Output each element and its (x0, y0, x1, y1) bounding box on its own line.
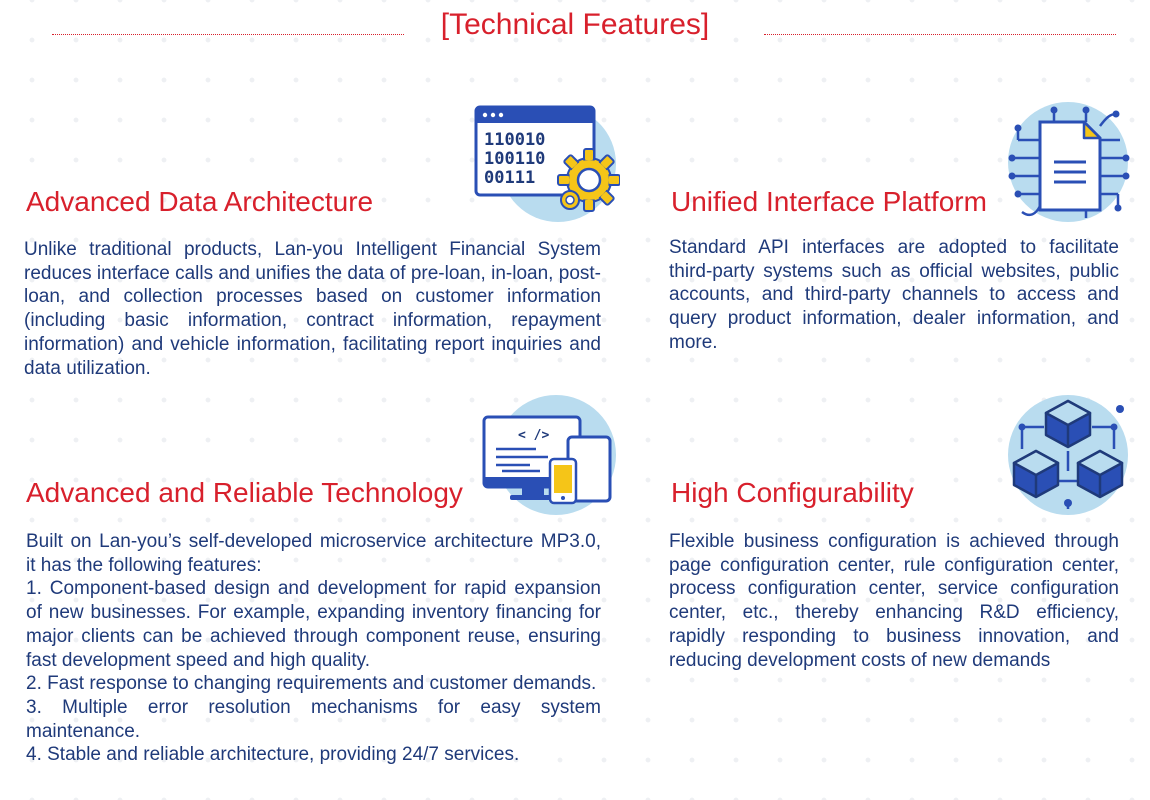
binary-row-1: 110010 (484, 130, 545, 150)
header-rule-left (52, 34, 404, 35)
section-header: [Technical Features] (0, 6, 1150, 50)
feature-title-configurability: High Configurability (671, 477, 914, 508)
code-tag-label: < /> (518, 428, 549, 443)
feature-body-configurability: Flexible business configuration is achie… (669, 530, 1119, 672)
feature-list-item: 3. Multiple error resolution mechanisms … (26, 696, 601, 742)
header-rule-right (764, 34, 1116, 35)
feature-list-item: 1. Component-based design and developmen… (26, 578, 601, 671)
binary-row-3: 00111 (484, 168, 535, 188)
feature-body-reliable-technology: Built on Lan-you’s self-developed micros… (26, 530, 601, 767)
feature-body-interface-platform: Standard API interfaces are adopted to f… (669, 236, 1119, 355)
feature-text-interface-platform: Standard API interfaces are adopted to f… (669, 237, 1119, 353)
feature-list-item: 4. Stable and reliable architecture, pro… (26, 744, 520, 766)
section-title: [Technical Features] (440, 8, 710, 41)
cube-network-icon (1000, 393, 1140, 517)
multi-device-code-icon: < /> (478, 393, 618, 517)
feature-title-reliable-technology: Advanced and Reliable Technology (26, 477, 463, 508)
document-network-icon (1000, 100, 1140, 224)
feature-body-data-architecture: Unlike traditional products, Lan-you Int… (24, 238, 601, 380)
feature-intro-reliable-technology: Built on Lan-you’s self-developed micros… (26, 531, 601, 576)
binary-row-2: 100110 (484, 149, 545, 169)
feature-title-interface-platform: Unified Interface Platform (671, 186, 987, 217)
feature-title-data-architecture: Advanced Data Architecture (26, 186, 374, 217)
data-code-gear-icon: 110010 100110 00111 (470, 100, 620, 224)
feature-list-item: 2. Fast response to changing requirement… (26, 673, 597, 695)
feature-text-data-architecture: Unlike traditional products, Lan-you Int… (24, 239, 601, 379)
feature-text-configurability: Flexible business configuration is achie… (669, 531, 1119, 671)
